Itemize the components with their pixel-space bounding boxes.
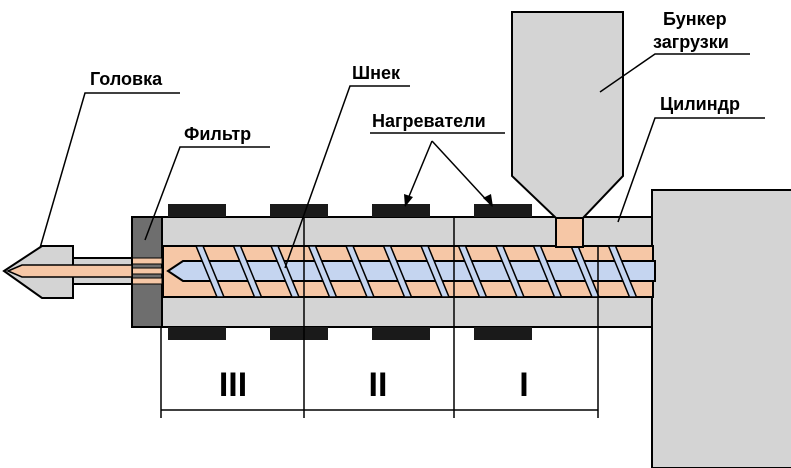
screw-flight [570, 246, 600, 297]
drive-block [651, 189, 791, 468]
feed-throat [555, 216, 584, 248]
screw-flight [457, 246, 488, 297]
filter-hole [131, 267, 163, 275]
screw-flights [195, 246, 638, 297]
heater-top-3 [372, 204, 430, 217]
screw-flight [420, 246, 450, 297]
label-screw: Шнек [352, 63, 401, 83]
zone-label-2: II [369, 366, 388, 404]
screw-flight [345, 246, 375, 297]
screw-flight [495, 246, 525, 297]
label-cylinder: Цилиндр [660, 94, 740, 114]
heater-top-4 [474, 204, 532, 217]
zone-label-3: III [219, 366, 247, 404]
heater-arrow-left [404, 194, 413, 207]
label-hopper-line2: загрузки [653, 32, 729, 52]
screw-flight [307, 246, 338, 297]
screw-flight [382, 246, 413, 297]
heater-bottom-4 [474, 327, 532, 340]
nozzle-channel [6, 264, 133, 278]
screw-flight [270, 246, 300, 297]
label-filter: Фильтр [184, 124, 251, 144]
zone-label-1: I [519, 366, 528, 404]
filter-hole [131, 277, 163, 285]
heater-arrow-right [483, 194, 493, 207]
screw-flight [232, 246, 263, 297]
heater-bottom-2 [270, 327, 328, 340]
label-head: Головка [90, 69, 163, 89]
screw-flight [607, 246, 638, 297]
hopper [511, 11, 624, 219]
heater-bottom-3 [372, 327, 430, 340]
heater-top-1 [168, 204, 226, 217]
heater-bottom-1 [168, 327, 226, 340]
label-hopper-line1: Бункер [663, 9, 727, 29]
screw-flight [532, 246, 563, 297]
heater-top-2 [270, 204, 328, 217]
filter-hole [131, 257, 163, 265]
leader-lines [39, 53, 765, 269]
label-heaters: Нагреватели [372, 111, 486, 131]
screw-flight [195, 246, 225, 297]
